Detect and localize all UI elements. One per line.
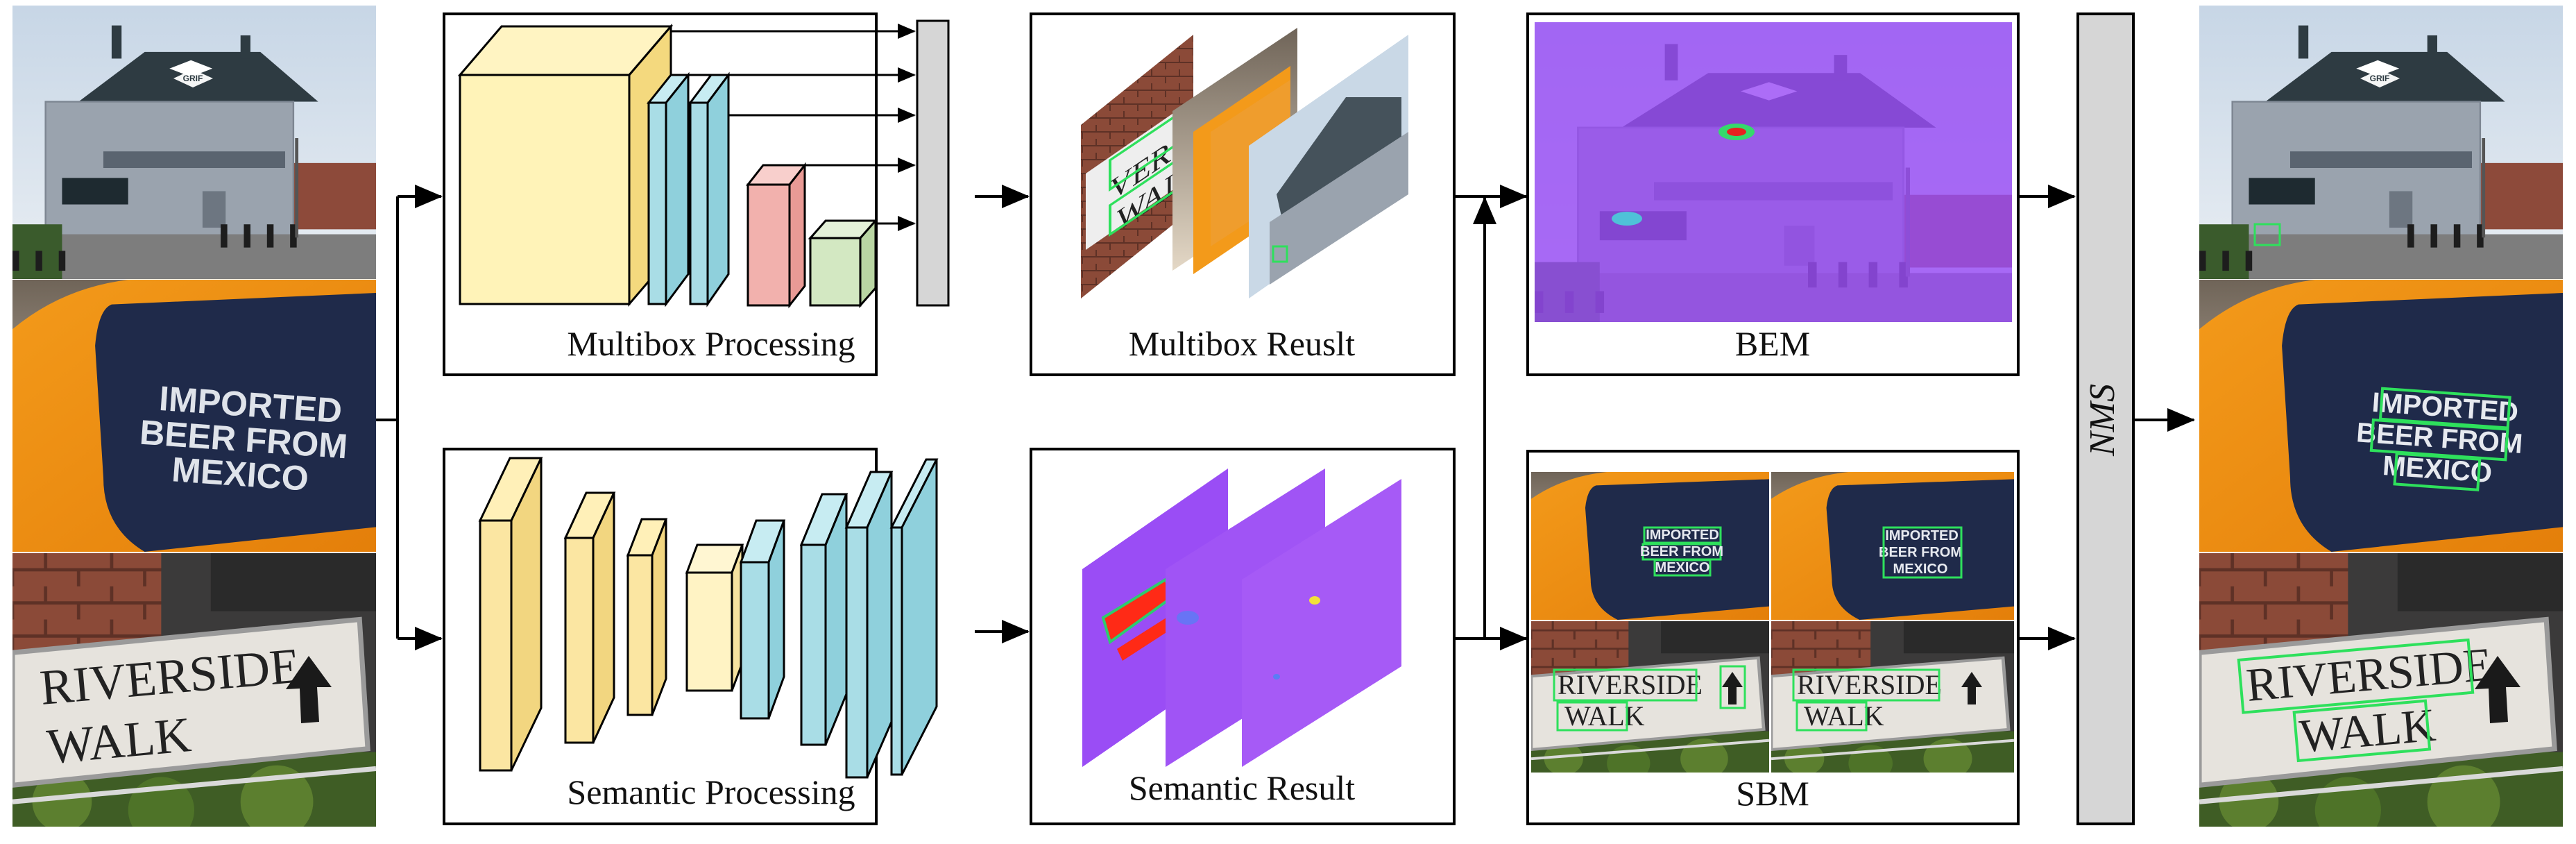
multibox-block-large-yellow xyxy=(457,23,674,307)
bem-panel: BEM xyxy=(1526,12,2020,376)
semantic-decoder-block-1 xyxy=(739,519,786,720)
sbm-street-left-line2: WALK xyxy=(1564,700,1645,732)
semantic-decoder-block-3 xyxy=(844,471,894,779)
sbm-beer-left-line2: BEER FROM xyxy=(1640,544,1723,559)
semantic-bottleneck-block xyxy=(685,543,744,692)
svg-text:GRIF: GRIF xyxy=(183,74,203,83)
semantic-result-panel: Semantic Result xyxy=(1030,448,1456,825)
semantic-encoder-block-1 xyxy=(478,457,543,772)
semantic-encoder-block-3 xyxy=(626,518,668,716)
sbm-beer-right-line1: IMPORTED xyxy=(1885,528,1959,543)
sbm-beer-left-line1: IMPORTED xyxy=(1646,528,1719,543)
result-connectors xyxy=(1454,185,1528,650)
multibox-block-green xyxy=(808,218,878,308)
nms-label: NMS xyxy=(2083,384,2122,457)
input-image-street-sign: RIVERSIDE WALK xyxy=(12,553,376,841)
semantic-result-label: Semantic Result xyxy=(1129,768,1355,807)
semantic-encoder-block-2 xyxy=(563,491,616,744)
arrow-up-icon xyxy=(286,656,332,723)
multibox-feature-arrows xyxy=(671,24,916,231)
output-arrow-up-icon xyxy=(2475,656,2520,723)
svg-text:GRIF: GRIF xyxy=(2370,74,2390,83)
multibox-block-pink xyxy=(745,162,808,309)
input-image-beer-sign: IMPORTED BEER FROM MEXICO xyxy=(12,280,376,552)
sbm-beer-right-line3: MEXICO xyxy=(1893,562,1948,577)
input-image-building: GRIF xyxy=(12,6,376,279)
output-image-street-sign: RIVERSIDE WALK xyxy=(2199,553,2563,841)
sbm-beer-left: IMPORTED BEER FROM MEXICO xyxy=(1531,472,1769,620)
semantic-decoder-block-4 xyxy=(889,458,939,776)
multibox-block-blue-2 xyxy=(688,71,731,307)
sbm-street-right-line1: RIVERSIDE xyxy=(1797,669,1942,700)
sbm-beer-left-line3: MEXICO xyxy=(1655,560,1710,575)
sbm-street-right-line2: WALK xyxy=(1804,700,1884,732)
multibox-output-bar xyxy=(916,19,950,307)
processing-to-result-arrows xyxy=(975,185,1030,643)
beer-text-line3: MEXICO xyxy=(171,450,310,498)
semantic-processing-panel: Semantic Processing xyxy=(443,448,939,825)
heatmap-layer-front xyxy=(1242,479,1401,767)
output-image-building: GRIF xyxy=(2199,6,2563,279)
bem-label: BEM xyxy=(1735,324,1810,363)
semantic-decoder-block-2 xyxy=(799,493,848,746)
to-nms-arrows xyxy=(2018,185,2076,650)
semantic-processing-label: Semantic Processing xyxy=(567,773,855,811)
multibox-result-label: Multibox Reuslt xyxy=(1129,324,1356,363)
output-image-beer-sign: IMPORTED BEER FROM MEXICO xyxy=(2199,280,2563,552)
sbm-beer-right-line2: BEER FROM xyxy=(1879,545,1962,560)
multibox-result-panel: VERS WAL Multibox Reuslt xyxy=(1030,12,1456,376)
street-text-line2: WALK xyxy=(44,707,193,775)
multibox-block-blue-1 xyxy=(646,71,691,307)
multibox-crop-street: VERS WAL xyxy=(1081,35,1193,298)
sbm-beer-right: IMPORTED BEER FROM MEXICO xyxy=(1771,472,2014,620)
sbm-street-left: RIVERSIDE WALK xyxy=(1531,621,1769,782)
sbm-panel: IMPORTED BEER FROM MEXICO IMPORTED BEER … xyxy=(1526,450,2020,825)
multibox-crop-building xyxy=(1249,35,1408,298)
multibox-processing-label: Multibox Processing xyxy=(567,324,855,363)
nms-block: NMS xyxy=(2076,12,2135,825)
sbm-street-right: RIVERSIDE WALK xyxy=(1771,621,2014,782)
multibox-processing-panel: Multibox Processing xyxy=(443,12,950,376)
sbm-label: SBM xyxy=(1736,774,1809,813)
sbm-street-left-line1: RIVERSIDE xyxy=(1558,669,1703,700)
input-connectors xyxy=(376,185,443,650)
